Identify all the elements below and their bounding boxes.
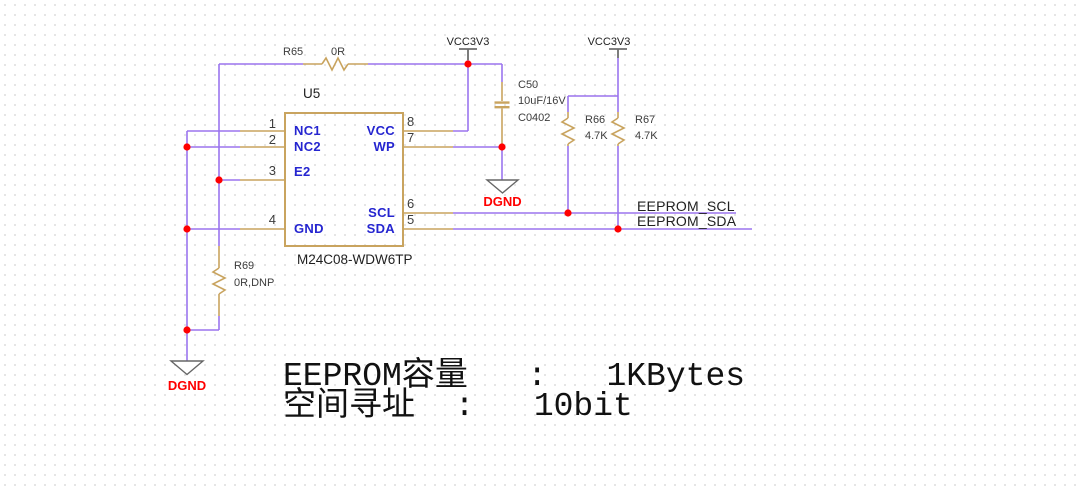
pin-stubs	[240, 130, 453, 230]
pin-name-nc1: NC1	[294, 123, 321, 138]
annotation-notes: EEPROM容量 : 1KBytes 空间寻址 : 10bit	[283, 358, 746, 425]
r66-value: 4.7K	[585, 130, 608, 142]
pin-number-6: 6	[407, 196, 415, 211]
r69-refdes: R69	[234, 260, 255, 272]
pin-number-3: 3	[268, 163, 276, 178]
r65-resistor-symbol[interactable]	[303, 56, 368, 72]
junction-dots	[183, 60, 622, 334]
u5-symbol[interactable]	[284, 112, 404, 247]
r67-resistor-symbol[interactable]	[610, 112, 626, 146]
pin-number-4: 4	[268, 212, 276, 227]
pin-name-vcc: VCC	[366, 123, 395, 138]
eeprom-scl-net-label[interactable]: EEPROM_SCL	[637, 198, 735, 214]
r65-refdes: R65	[283, 46, 304, 58]
pin-name-scl: SCL	[368, 205, 395, 220]
pin-name-gnd: GND	[294, 221, 324, 236]
pin-number-2: 2	[268, 132, 276, 147]
r67-value: 4.7K	[635, 130, 658, 142]
note-capacity: EEPROM容量 : 1KBytes	[283, 358, 746, 395]
pin-number-5: 5	[407, 212, 415, 227]
pin-number-1: 1	[268, 116, 276, 131]
u5-refdes: U5	[303, 86, 321, 101]
dgnd-label-mid: DGND	[483, 194, 522, 209]
u5-part-number: M24C08-WDW6TP	[297, 252, 413, 267]
pin-name-e2: E2	[294, 164, 311, 179]
pin-number-8: 8	[407, 114, 415, 129]
r66-resistor-symbol[interactable]	[560, 112, 576, 146]
ground-symbol-left[interactable]	[169, 360, 205, 376]
note-addressing: 空间寻址 : 10bit	[283, 388, 633, 425]
eeprom-sda-net-label[interactable]: EEPROM_SDA	[637, 213, 737, 229]
vcc-power-port-left[interactable]	[459, 48, 477, 60]
c50-value: 10uF/16V	[518, 95, 566, 107]
c50-capacitor-symbol[interactable]	[494, 82, 510, 147]
dgnd-label-left: DGND	[167, 378, 207, 393]
c50-refdes: C50	[518, 79, 539, 91]
pin-number-7: 7	[407, 130, 415, 145]
vcc-net-label-right: VCC3V3	[587, 36, 631, 48]
r65-value: 0R	[331, 46, 346, 58]
r69-resistor-symbol[interactable]	[211, 246, 227, 316]
wires	[186, 58, 752, 361]
c50-package: C0402	[518, 112, 551, 124]
vcc-power-port-right[interactable]	[609, 48, 627, 58]
pin-name-wp: WP	[373, 139, 395, 154]
vcc-net-label-left: VCC3V3	[446, 36, 490, 48]
pin-name-nc2: NC2	[294, 139, 321, 154]
r69-value: 0R,DNP	[234, 277, 275, 289]
pin-name-sda: SDA	[366, 221, 395, 236]
r67-refdes: R67	[635, 114, 656, 126]
ground-symbol-mid[interactable]	[485, 179, 520, 194]
r66-refdes: R66	[585, 114, 606, 126]
